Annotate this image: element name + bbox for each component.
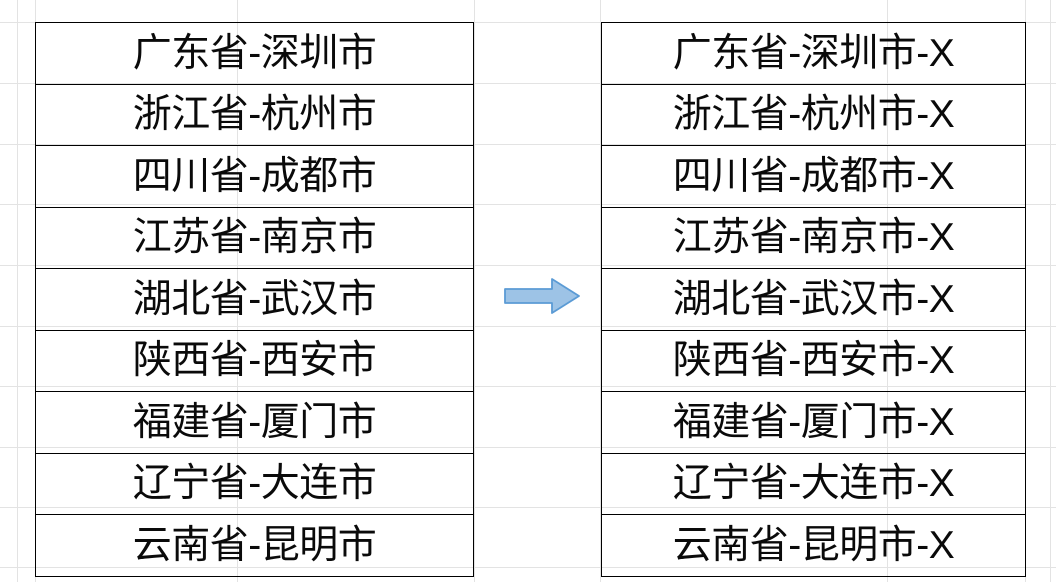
sheet-gridline-vertical-3 — [474, 0, 475, 582]
table-row: 陕西省-西安市-X — [601, 329, 1026, 392]
transformed-value-cell-8[interactable]: 辽宁省-大连市-X — [601, 452, 1026, 515]
table-row: 辽宁省-大连市 — [35, 452, 474, 515]
transformed-value-cell-3[interactable]: 四川省-成都市-X — [601, 145, 1026, 208]
sheet-gridline-horizontal-5 — [0, 326, 1056, 327]
transformed-value-cell-6[interactable]: 陕西省-西安市-X — [601, 329, 1026, 392]
transformed-value-cell-5[interactable]: 湖北省-武汉市-X — [601, 268, 1026, 331]
table-row: 福建省-厦门市-X — [601, 391, 1026, 454]
table-row: 浙江省-杭州市-X — [601, 83, 1026, 146]
transformed-value-cell-2[interactable]: 浙江省-杭州市-X — [601, 83, 1026, 146]
sheet-gridline-vertical-6 — [1025, 0, 1026, 582]
right-block-arrow-icon — [504, 278, 580, 314]
table-row: 湖北省-武汉市-X — [601, 268, 1026, 331]
right-block-arrow-svg — [504, 278, 580, 314]
original-values-body: 广东省-深圳市浙江省-杭州市四川省-成都市江苏省-南京市湖北省-武汉市陕西省-西… — [35, 22, 474, 577]
original-value-cell-9[interactable]: 云南省-昆明市 — [35, 514, 474, 577]
table-row: 湖北省-武汉市 — [35, 268, 474, 331]
original-value-cell-5[interactable]: 湖北省-武汉市 — [35, 268, 474, 331]
original-value-cell-6[interactable]: 陕西省-西安市 — [35, 329, 474, 392]
sheet-gridline-horizontal-3 — [0, 204, 1056, 205]
table-row: 广东省-深圳市 — [35, 22, 474, 85]
sheet-gridline-vertical-0 — [17, 0, 18, 582]
transformed-value-cell-1[interactable]: 广东省-深圳市-X — [601, 22, 1026, 85]
original-value-cell-1[interactable]: 广东省-深圳市 — [35, 22, 474, 85]
original-value-cell-2[interactable]: 浙江省-杭州市 — [35, 83, 474, 146]
original-value-cell-8[interactable]: 辽宁省-大连市 — [35, 452, 474, 515]
table-row: 福建省-厦门市 — [35, 391, 474, 454]
table-row: 辽宁省-大连市-X — [601, 452, 1026, 515]
sheet-gridline-horizontal-4 — [0, 265, 1056, 266]
sheet-gridline-vertical-4 — [600, 0, 601, 582]
table-row: 四川省-成都市 — [35, 145, 474, 208]
sheet-gridline-horizontal-9 — [0, 567, 1056, 568]
table-row: 浙江省-杭州市 — [35, 83, 474, 146]
table-row: 江苏省-南京市-X — [601, 206, 1026, 269]
arrow-polygon — [504, 278, 580, 314]
sheet-gridline-vertical-7 — [1050, 0, 1051, 582]
original-values-table[interactable]: 广东省-深圳市浙江省-杭州市四川省-成都市江苏省-南京市湖北省-武汉市陕西省-西… — [35, 22, 474, 577]
sheet-gridline-horizontal-8 — [0, 507, 1056, 508]
sheet-gridline-horizontal-6 — [0, 386, 1056, 387]
table-row: 云南省-昆明市 — [35, 514, 474, 577]
table-row: 云南省-昆明市-X — [601, 514, 1026, 577]
table-row: 江苏省-南京市 — [35, 206, 474, 269]
table-row: 陕西省-西安市 — [35, 329, 474, 392]
original-value-cell-3[interactable]: 四川省-成都市 — [35, 145, 474, 208]
original-value-cell-4[interactable]: 江苏省-南京市 — [35, 206, 474, 269]
sheet-gridline-horizontal-7 — [0, 447, 1056, 448]
sheet-gridline-horizontal-0 — [0, 22, 1056, 23]
transformed-value-cell-7[interactable]: 福建省-厦门市-X — [601, 391, 1026, 454]
table-row: 广东省-深圳市-X — [601, 22, 1026, 85]
sheet-gridline-horizontal-2 — [0, 144, 1056, 145]
sheet-gridline-horizontal-1 — [0, 83, 1056, 84]
transformed-value-cell-4[interactable]: 江苏省-南京市-X — [601, 206, 1026, 269]
original-value-cell-7[interactable]: 福建省-厦门市 — [35, 391, 474, 454]
transformed-value-cell-9[interactable]: 云南省-昆明市-X — [601, 514, 1026, 577]
table-row: 四川省-成都市-X — [601, 145, 1026, 208]
